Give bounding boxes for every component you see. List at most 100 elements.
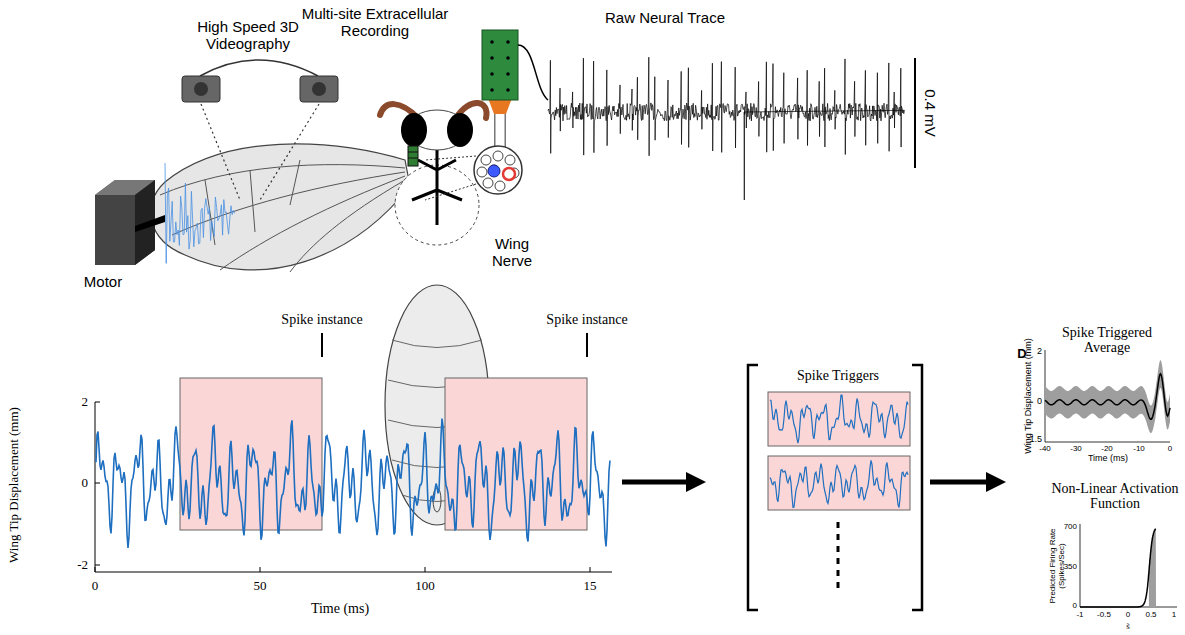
mini-stroke	[770, 395, 908, 443]
electrode-part	[481, 155, 491, 165]
tick-label: 0.5	[1145, 611, 1156, 620]
wing-displacement-trace	[96, 419, 610, 549]
series-stroke	[96, 419, 610, 549]
tick-label: 100	[415, 579, 435, 593]
camera-rig-part	[312, 82, 326, 96]
tick-label: 0	[1126, 611, 1130, 620]
tick-label: 700	[1064, 523, 1077, 532]
event-label: Spike instance	[281, 312, 362, 327]
camera-rig-part	[300, 76, 338, 102]
electrode-part	[495, 181, 505, 191]
electrode-part	[505, 155, 515, 165]
electrode	[425, 30, 548, 200]
tick-label: -1.5	[1026, 435, 1042, 445]
electrode-part	[483, 178, 493, 188]
tick-label: -30	[1070, 445, 1082, 454]
mini-stroke	[770, 460, 908, 507]
electrode-part	[506, 88, 510, 92]
camera-rig-part	[200, 60, 318, 76]
matrix-title: Spike Triggers	[797, 368, 879, 383]
wing	[151, 144, 410, 272]
part-label: Motor	[84, 274, 122, 291]
trigger-traces	[770, 395, 908, 508]
camera-rig	[182, 60, 338, 200]
electrode-part	[490, 72, 494, 76]
electrode-part	[490, 56, 494, 60]
electrode-part	[488, 165, 500, 177]
sta-axes-part	[1045, 350, 1170, 442]
fly-body-part	[412, 145, 462, 225]
panel-label: High Speed 3D Videography	[186, 19, 311, 52]
electrode-part	[494, 112, 506, 150]
tick-label: -2	[77, 558, 88, 572]
electrode-part	[518, 45, 548, 100]
electrode-part	[506, 72, 510, 76]
sta-mean	[1045, 374, 1170, 419]
electrode-part	[490, 40, 494, 44]
fly-body-part	[401, 113, 427, 147]
sta-axes	[1045, 350, 1170, 442]
plot-title: Spike Triggered Average	[1045, 325, 1170, 356]
electrode-part	[425, 156, 476, 200]
nl-axes-part	[1080, 524, 1177, 607]
flow-arrows-part	[986, 472, 1006, 492]
camera-rig-part	[201, 104, 319, 200]
fly-body-part	[408, 152, 418, 158]
tick-label: -10	[1133, 445, 1145, 454]
tick-label: -0.5	[1097, 611, 1111, 620]
motor	[95, 180, 165, 265]
trigger-matrix-part	[768, 392, 910, 446]
plot-title: Non-Linear Activation Function	[1045, 481, 1185, 512]
scale-label: 0.4 mV	[922, 89, 939, 137]
electrode-part	[477, 167, 487, 177]
trigger-matrix-part	[837, 522, 840, 592]
electrode-part	[506, 56, 510, 60]
sta-curve	[1045, 360, 1170, 433]
tick-label: 2	[82, 395, 89, 409]
panel-label: Raw Neural Trace	[605, 10, 725, 27]
tick-label: 1	[1172, 611, 1176, 620]
axis-title: s̃	[1126, 622, 1130, 632]
electrode-part	[496, 112, 505, 150]
tick-label: 50	[254, 579, 267, 593]
trigger-matrix-part	[748, 365, 922, 610]
flow-arrows-part	[622, 480, 688, 485]
motor-part	[135, 215, 165, 232]
electrode-part	[506, 40, 510, 44]
electrode-part	[493, 151, 503, 161]
nl-axes	[1080, 524, 1177, 607]
tick-label: 0	[92, 579, 99, 593]
tick-label: 0	[1168, 445, 1172, 454]
nl-curve-line	[1080, 529, 1156, 607]
electrode-part	[482, 30, 518, 100]
nl-curve	[1080, 529, 1156, 607]
camera-rig-part	[182, 76, 220, 102]
neural-trace	[548, 57, 904, 200]
fly-body-part	[408, 146, 418, 166]
electrode-part	[474, 146, 522, 194]
panel-label: Multi-site Extracellular Recording	[280, 6, 470, 39]
tick-label: 350	[1064, 563, 1077, 572]
event-label: Spike instance	[546, 312, 627, 327]
axis-title: Time (ms)	[1088, 454, 1128, 464]
flow-arrows-part	[930, 480, 988, 485]
tick-label: -20	[1101, 445, 1113, 454]
electrode-part	[503, 168, 515, 180]
scale-bar	[914, 58, 916, 168]
trigger-matrix	[748, 365, 922, 610]
camera-rig-part	[194, 82, 208, 96]
axis-title: Time (ms)	[311, 601, 369, 616]
tick-label: -40	[1039, 445, 1051, 454]
tick-label: 0	[1037, 397, 1042, 407]
stimulus-noise	[165, 163, 235, 263]
tick-label: 15	[584, 579, 597, 593]
trigger-matrix-part	[768, 456, 910, 510]
wing-part	[151, 144, 410, 270]
trace-stroke	[548, 57, 904, 200]
wing-part	[160, 160, 405, 272]
electrode-part	[490, 88, 494, 92]
axis-title: Wing Tip Displacement (mm)	[7, 407, 21, 563]
flow-arrows-part	[686, 472, 706, 492]
trigger-windows-part	[322, 333, 587, 357]
